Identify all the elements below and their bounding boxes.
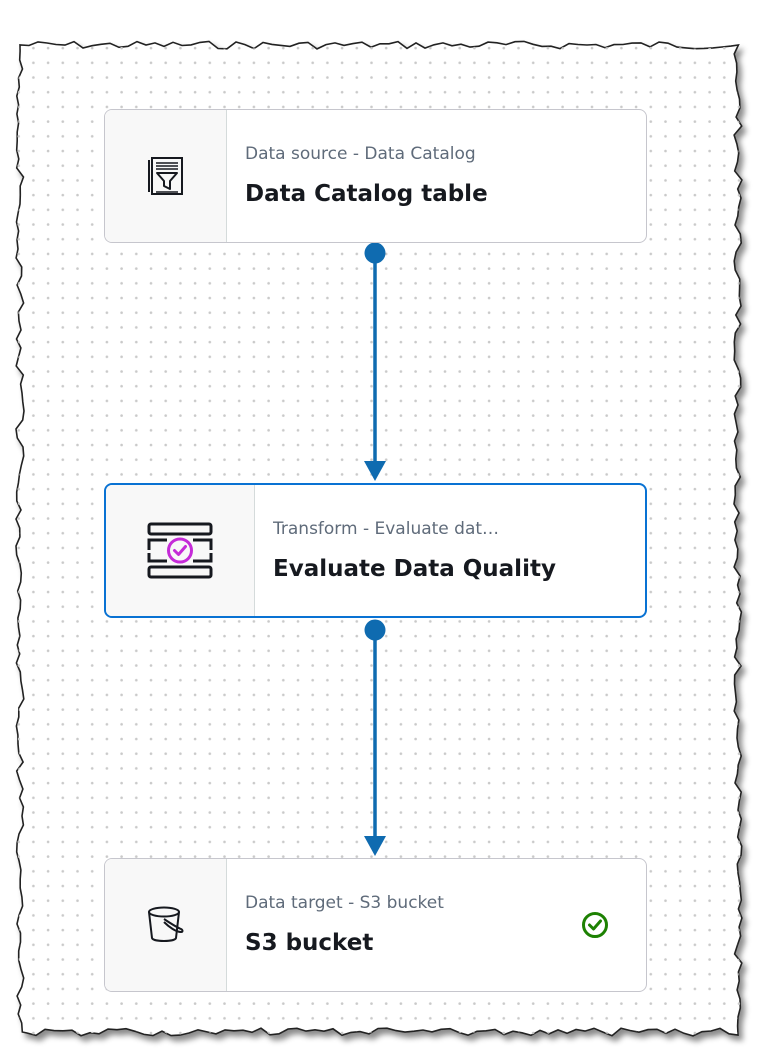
node-icon-cell bbox=[105, 110, 227, 242]
edge-arrowhead bbox=[364, 461, 386, 481]
node-subtitle: Data source - Data Catalog bbox=[245, 144, 476, 164]
node-data-source[interactable]: Data source - Data Catalog Data Catalog … bbox=[104, 109, 647, 243]
node-text: Data target - S3 bucket S3 bucket bbox=[227, 859, 646, 991]
data-quality-icon bbox=[147, 522, 213, 578]
node-data-target[interactable]: Data target - S3 bucket S3 bucket bbox=[104, 858, 647, 992]
node-title: Evaluate Data Quality bbox=[273, 555, 556, 582]
node-subtitle: Transform - Evaluate dat… bbox=[273, 518, 500, 539]
data-catalog-table-icon bbox=[147, 157, 183, 195]
node-transform-evaluate-data-quality[interactable]: Transform - Evaluate dat… Evaluate Data … bbox=[104, 483, 647, 618]
node-icon-cell bbox=[106, 485, 255, 616]
node-text: Transform - Evaluate dat… Evaluate Data … bbox=[255, 485, 645, 616]
edge-start-handle[interactable] bbox=[364, 242, 386, 264]
node-icon-cell bbox=[105, 859, 227, 991]
edge-source-to-transform bbox=[364, 242, 386, 481]
check-circle-icon bbox=[582, 912, 608, 938]
edge-start-handle[interactable] bbox=[364, 619, 386, 641]
s3-bucket-icon bbox=[147, 906, 183, 942]
edge-transform-to-target bbox=[364, 619, 386, 856]
node-text: Data source - Data Catalog Data Catalog … bbox=[227, 110, 646, 242]
edge-arrowhead bbox=[364, 836, 386, 856]
node-title: Data Catalog table bbox=[245, 181, 488, 207]
node-title: S3 bucket bbox=[245, 930, 374, 956]
